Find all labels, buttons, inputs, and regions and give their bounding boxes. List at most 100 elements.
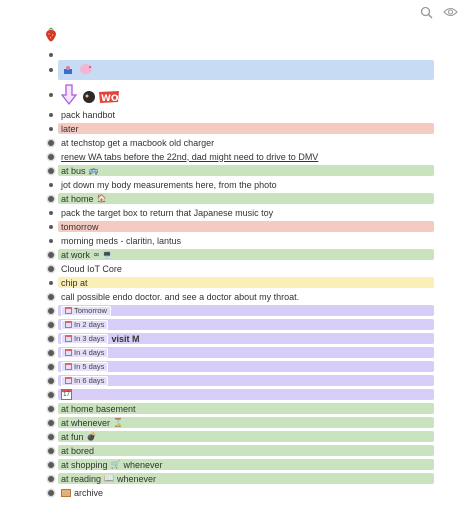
collapsed-bullet[interactable] xyxy=(48,251,54,258)
list-item[interactable]: at home basement xyxy=(44,403,434,414)
list-item[interactable]: jot down my body measurements here, from… xyxy=(44,179,434,190)
item-text[interactable]: at fun💣 xyxy=(58,431,434,442)
collapsed-bullet[interactable] xyxy=(48,321,54,328)
bullet[interactable] xyxy=(49,53,53,57)
list-item[interactable]: Cloud IoT Core xyxy=(44,263,434,274)
collapsed-bullet[interactable] xyxy=(48,349,54,356)
collapsed-bullet[interactable] xyxy=(48,405,54,412)
item-text[interactable]: In 2 days xyxy=(58,319,434,330)
image-block: WOW xyxy=(58,83,434,107)
item-text[interactable]: call possible endo doctor. and see a doc… xyxy=(61,291,300,302)
date-chip[interactable]: In 3 days xyxy=(61,333,109,344)
list-item[interactable]: In 2 days xyxy=(44,319,434,330)
eye-icon[interactable] xyxy=(442,5,458,19)
item-text[interactable]: morning meds - claritin, lantus xyxy=(61,235,182,246)
item-text[interactable]: at bored xyxy=(58,445,434,456)
collapsed-bullet[interactable] xyxy=(48,139,54,146)
list-item[interactable]: at home🏠 xyxy=(44,193,434,204)
list-item[interactable]: at fun💣 xyxy=(44,431,434,442)
item-text[interactable]: In 5 days xyxy=(58,361,434,372)
search-icon[interactable] xyxy=(418,5,434,19)
item-text[interactable]: 17 xyxy=(58,389,434,400)
item-text[interactable]: at shopping🛒whenever xyxy=(58,459,434,470)
item-text[interactable]: jot down my body measurements here, from… xyxy=(61,179,277,190)
list-item[interactable]: renew WA tabs before the 22nd, dad might… xyxy=(44,151,434,162)
list-item[interactable]: Tomorrow xyxy=(44,305,434,316)
date-chip[interactable]: In 2 days xyxy=(61,319,109,330)
list-item[interactable]: pack handbot xyxy=(44,109,434,120)
list-item[interactable]: WOW xyxy=(44,83,434,107)
list-item[interactable] xyxy=(44,51,434,59)
collapsed-bullet[interactable] xyxy=(48,419,54,426)
list-item[interactable]: In 4 days xyxy=(44,347,434,358)
collapsed-bullet[interactable] xyxy=(48,475,54,482)
item-text[interactable]: pack the target box to return that Japan… xyxy=(61,207,274,218)
item-text[interactable]: Tomorrow xyxy=(58,305,434,316)
list-item[interactable]: tomorrow xyxy=(44,221,434,232)
list-item[interactable]: at techstop get a macbook old charger xyxy=(44,137,434,148)
bullet[interactable] xyxy=(49,224,53,229)
bullet[interactable] xyxy=(49,93,53,97)
item-text[interactable]: In 4 days xyxy=(58,347,434,358)
item-text[interactable]: chip at xyxy=(58,277,434,288)
date-chip[interactable]: In 6 days xyxy=(61,375,109,386)
collapsed-bullet[interactable] xyxy=(48,195,54,202)
list-item[interactable]: at work∞ 💻 xyxy=(44,249,434,260)
collapsed-bullet[interactable] xyxy=(48,293,54,300)
date-chip[interactable]: In 5 days xyxy=(61,361,109,372)
list-item[interactable]: chip at xyxy=(44,277,434,288)
bullet[interactable] xyxy=(49,112,53,117)
item-text[interactable]: at work∞ 💻 xyxy=(58,249,434,260)
collapsed-bullet[interactable] xyxy=(48,461,54,468)
collapsed-bullet[interactable] xyxy=(48,153,54,160)
list-item[interactable]: at bus🚌 xyxy=(44,165,434,176)
collapsed-bullet[interactable] xyxy=(48,265,54,272)
list-item[interactable]: later xyxy=(44,123,434,134)
item-text[interactable]: pack handbot xyxy=(61,109,116,120)
list-item[interactable]: pack the target box to return that Japan… xyxy=(44,207,434,218)
collapsed-bullet[interactable] xyxy=(48,377,54,384)
date-chip[interactable]: Tomorrow xyxy=(61,305,111,316)
bullet[interactable] xyxy=(49,238,53,243)
item-text[interactable]: renew WA tabs before the 22nd, dad might… xyxy=(61,151,319,162)
list-item[interactable]: at shopping🛒whenever xyxy=(44,459,434,470)
collapsed-bullet[interactable] xyxy=(48,447,54,454)
item-text[interactable]: at home basement xyxy=(58,403,434,414)
bullet[interactable] xyxy=(49,210,53,215)
item-text[interactable]: at whenever⌛ xyxy=(58,417,434,428)
bullet[interactable] xyxy=(49,182,53,187)
list-item[interactable]: 17 xyxy=(44,389,434,400)
item-text[interactable]: at reading📖whenever xyxy=(58,473,434,484)
list-item[interactable]: In 5 days xyxy=(44,361,434,372)
bullet[interactable] xyxy=(49,126,53,131)
item-text[interactable]: In 6 days xyxy=(58,375,434,386)
date-chip[interactable]: In 4 days xyxy=(61,347,109,358)
item-text[interactable]: at home🏠 xyxy=(58,193,434,204)
list-item[interactable]: archive xyxy=(44,487,434,498)
list-item[interactable] xyxy=(44,60,434,80)
collapsed-bullet[interactable] xyxy=(48,167,54,174)
item-text[interactable]: at techstop get a macbook old charger xyxy=(61,137,215,148)
collapsed-bullet[interactable] xyxy=(48,391,54,398)
list-item[interactable]: at bored xyxy=(44,445,434,456)
item-text[interactable]: at bus🚌 xyxy=(58,165,434,176)
item-text[interactable]: archive xyxy=(58,487,434,498)
item-text[interactable]: Cloud IoT Core xyxy=(61,263,122,274)
item-text[interactable]: later xyxy=(58,123,434,134)
collapsed-bullet[interactable] xyxy=(48,307,54,314)
collapsed-bullet[interactable] xyxy=(48,489,54,496)
list-item[interactable]: at whenever⌛ xyxy=(44,417,434,428)
collapsed-bullet[interactable] xyxy=(48,363,54,370)
item-text[interactable]: tomorrow xyxy=(58,221,434,232)
image-block xyxy=(58,60,434,80)
collapsed-bullet[interactable] xyxy=(48,335,54,342)
list-item[interactable]: call possible endo doctor. and see a doc… xyxy=(44,291,434,302)
list-item[interactable]: morning meds - claritin, lantus xyxy=(44,235,434,246)
list-item[interactable]: at reading📖whenever xyxy=(44,473,434,484)
collapsed-bullet[interactable] xyxy=(48,433,54,440)
bullet[interactable] xyxy=(49,68,53,72)
list-item[interactable]: In 6 days xyxy=(44,375,434,386)
bullet[interactable] xyxy=(49,280,53,285)
